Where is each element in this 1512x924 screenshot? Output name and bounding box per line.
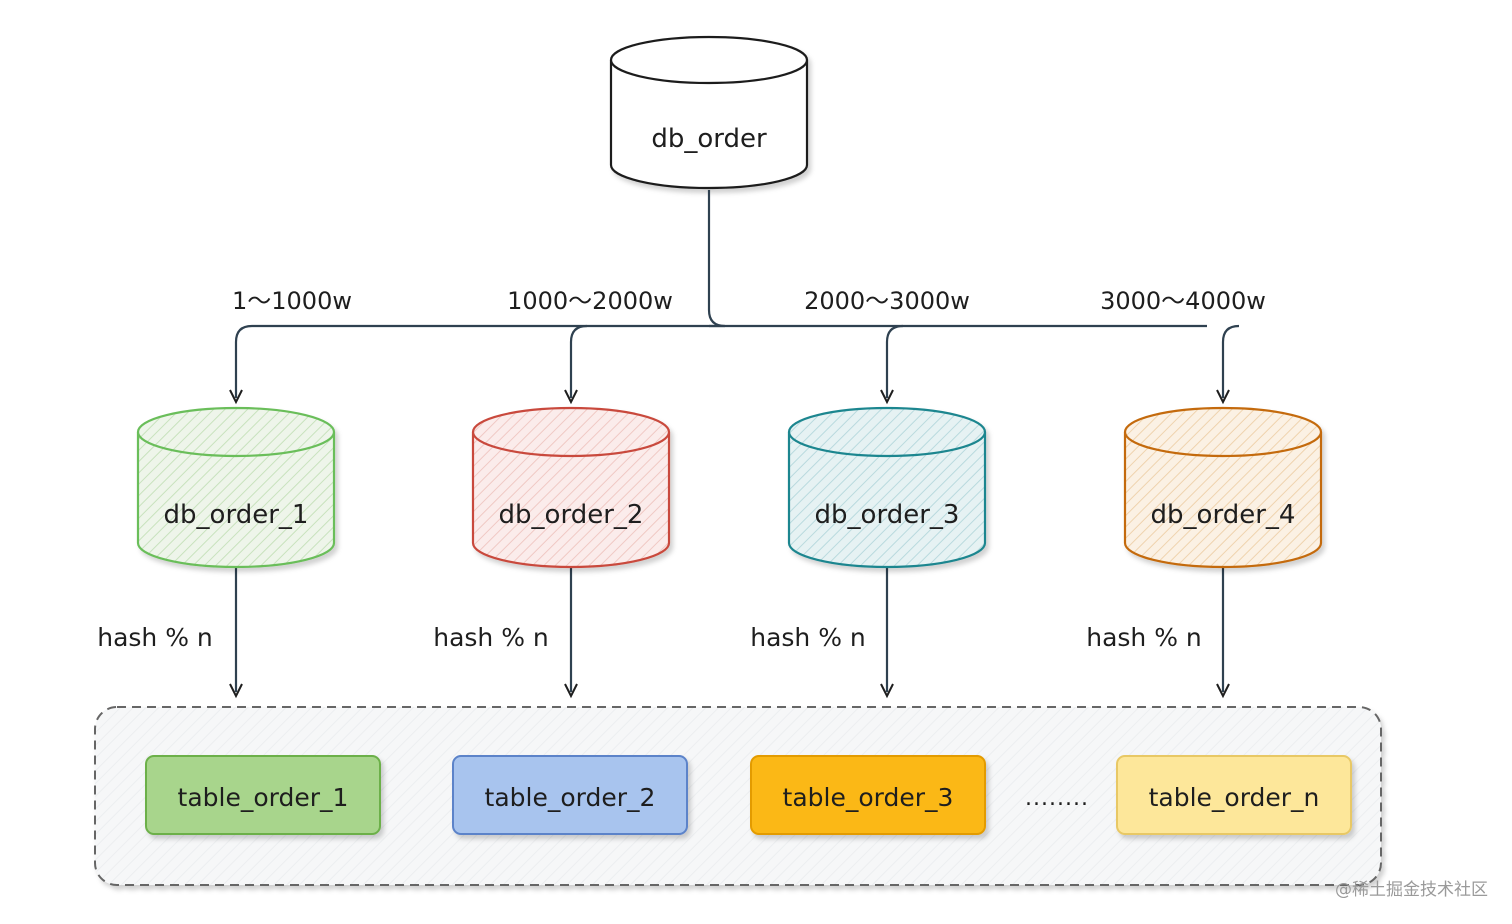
hash-label-3: hash % n (750, 623, 866, 652)
shard-databases: db_order_1 db_order_2 db_order_3 db_order_4 (136, 406, 1323, 569)
range-label-4: 3000～4000w (1100, 287, 1266, 315)
root-db-cylinder (609, 35, 809, 190)
watermark: @稀土掘金技术社区 (1335, 880, 1488, 900)
branch-arrow-4 (1216, 389, 1230, 405)
table-label-3: table_order_3 (783, 783, 954, 812)
shard-db-cylinder-4 (1123, 406, 1323, 569)
range-label-3: 2000～3000w (804, 287, 970, 315)
branch-line-4 (1221, 324, 1240, 398)
hash-label-2: hash % n (433, 623, 549, 652)
root-trunk-line (707, 190, 726, 328)
shard-db-cylinder-3 (787, 406, 987, 569)
branch-line-2 (569, 324, 588, 398)
shard-db-cylinder-2 (471, 406, 671, 569)
shard-db-label-1: db_order_1 (164, 500, 309, 530)
route-arrow-2 (564, 683, 578, 699)
range-label-1: 1～1000w (232, 287, 352, 315)
shard-db-label-2: db_order_2 (499, 500, 644, 530)
route-arrow-3 (880, 683, 894, 699)
table-label-1: table_order_1 (178, 783, 349, 812)
shard-db-label-4: db_order_4 (1151, 500, 1296, 530)
table-box-1 (145, 755, 381, 835)
tables-ellipsis: ........ (1025, 786, 1089, 811)
table-box-2 (452, 755, 688, 835)
route-arrow-4 (1216, 683, 1230, 699)
table-container (94, 706, 1382, 886)
table-box-3 (750, 755, 986, 835)
branch-arrow-1 (229, 389, 243, 405)
table-label-2: table_order_2 (485, 783, 656, 812)
branch-line-3 (885, 324, 904, 398)
shard-db-cylinder-1 (136, 406, 336, 569)
route-arrow-1 (229, 683, 243, 699)
table-label-4: table_order_n (1149, 783, 1320, 812)
root-db-label: db_order (651, 124, 767, 154)
branch-arrow-2 (564, 389, 578, 405)
shard-tables: table_order_1 table_order_2 table_order_3 t… (145, 755, 1352, 835)
hash-label-4: hash % n (1086, 623, 1202, 652)
table-box-4 (1116, 755, 1352, 835)
hash-label-1: hash % n (97, 623, 213, 652)
branch-arrow-3 (880, 389, 894, 405)
branch-line-1 (234, 324, 253, 398)
range-label-2: 1000～2000w (507, 287, 673, 315)
shard-db-label-3: db_order_3 (815, 500, 960, 530)
branch-connectors: 1～1000w hash % n 1000～2000w hash % n 2000～30… (97, 287, 1266, 699)
